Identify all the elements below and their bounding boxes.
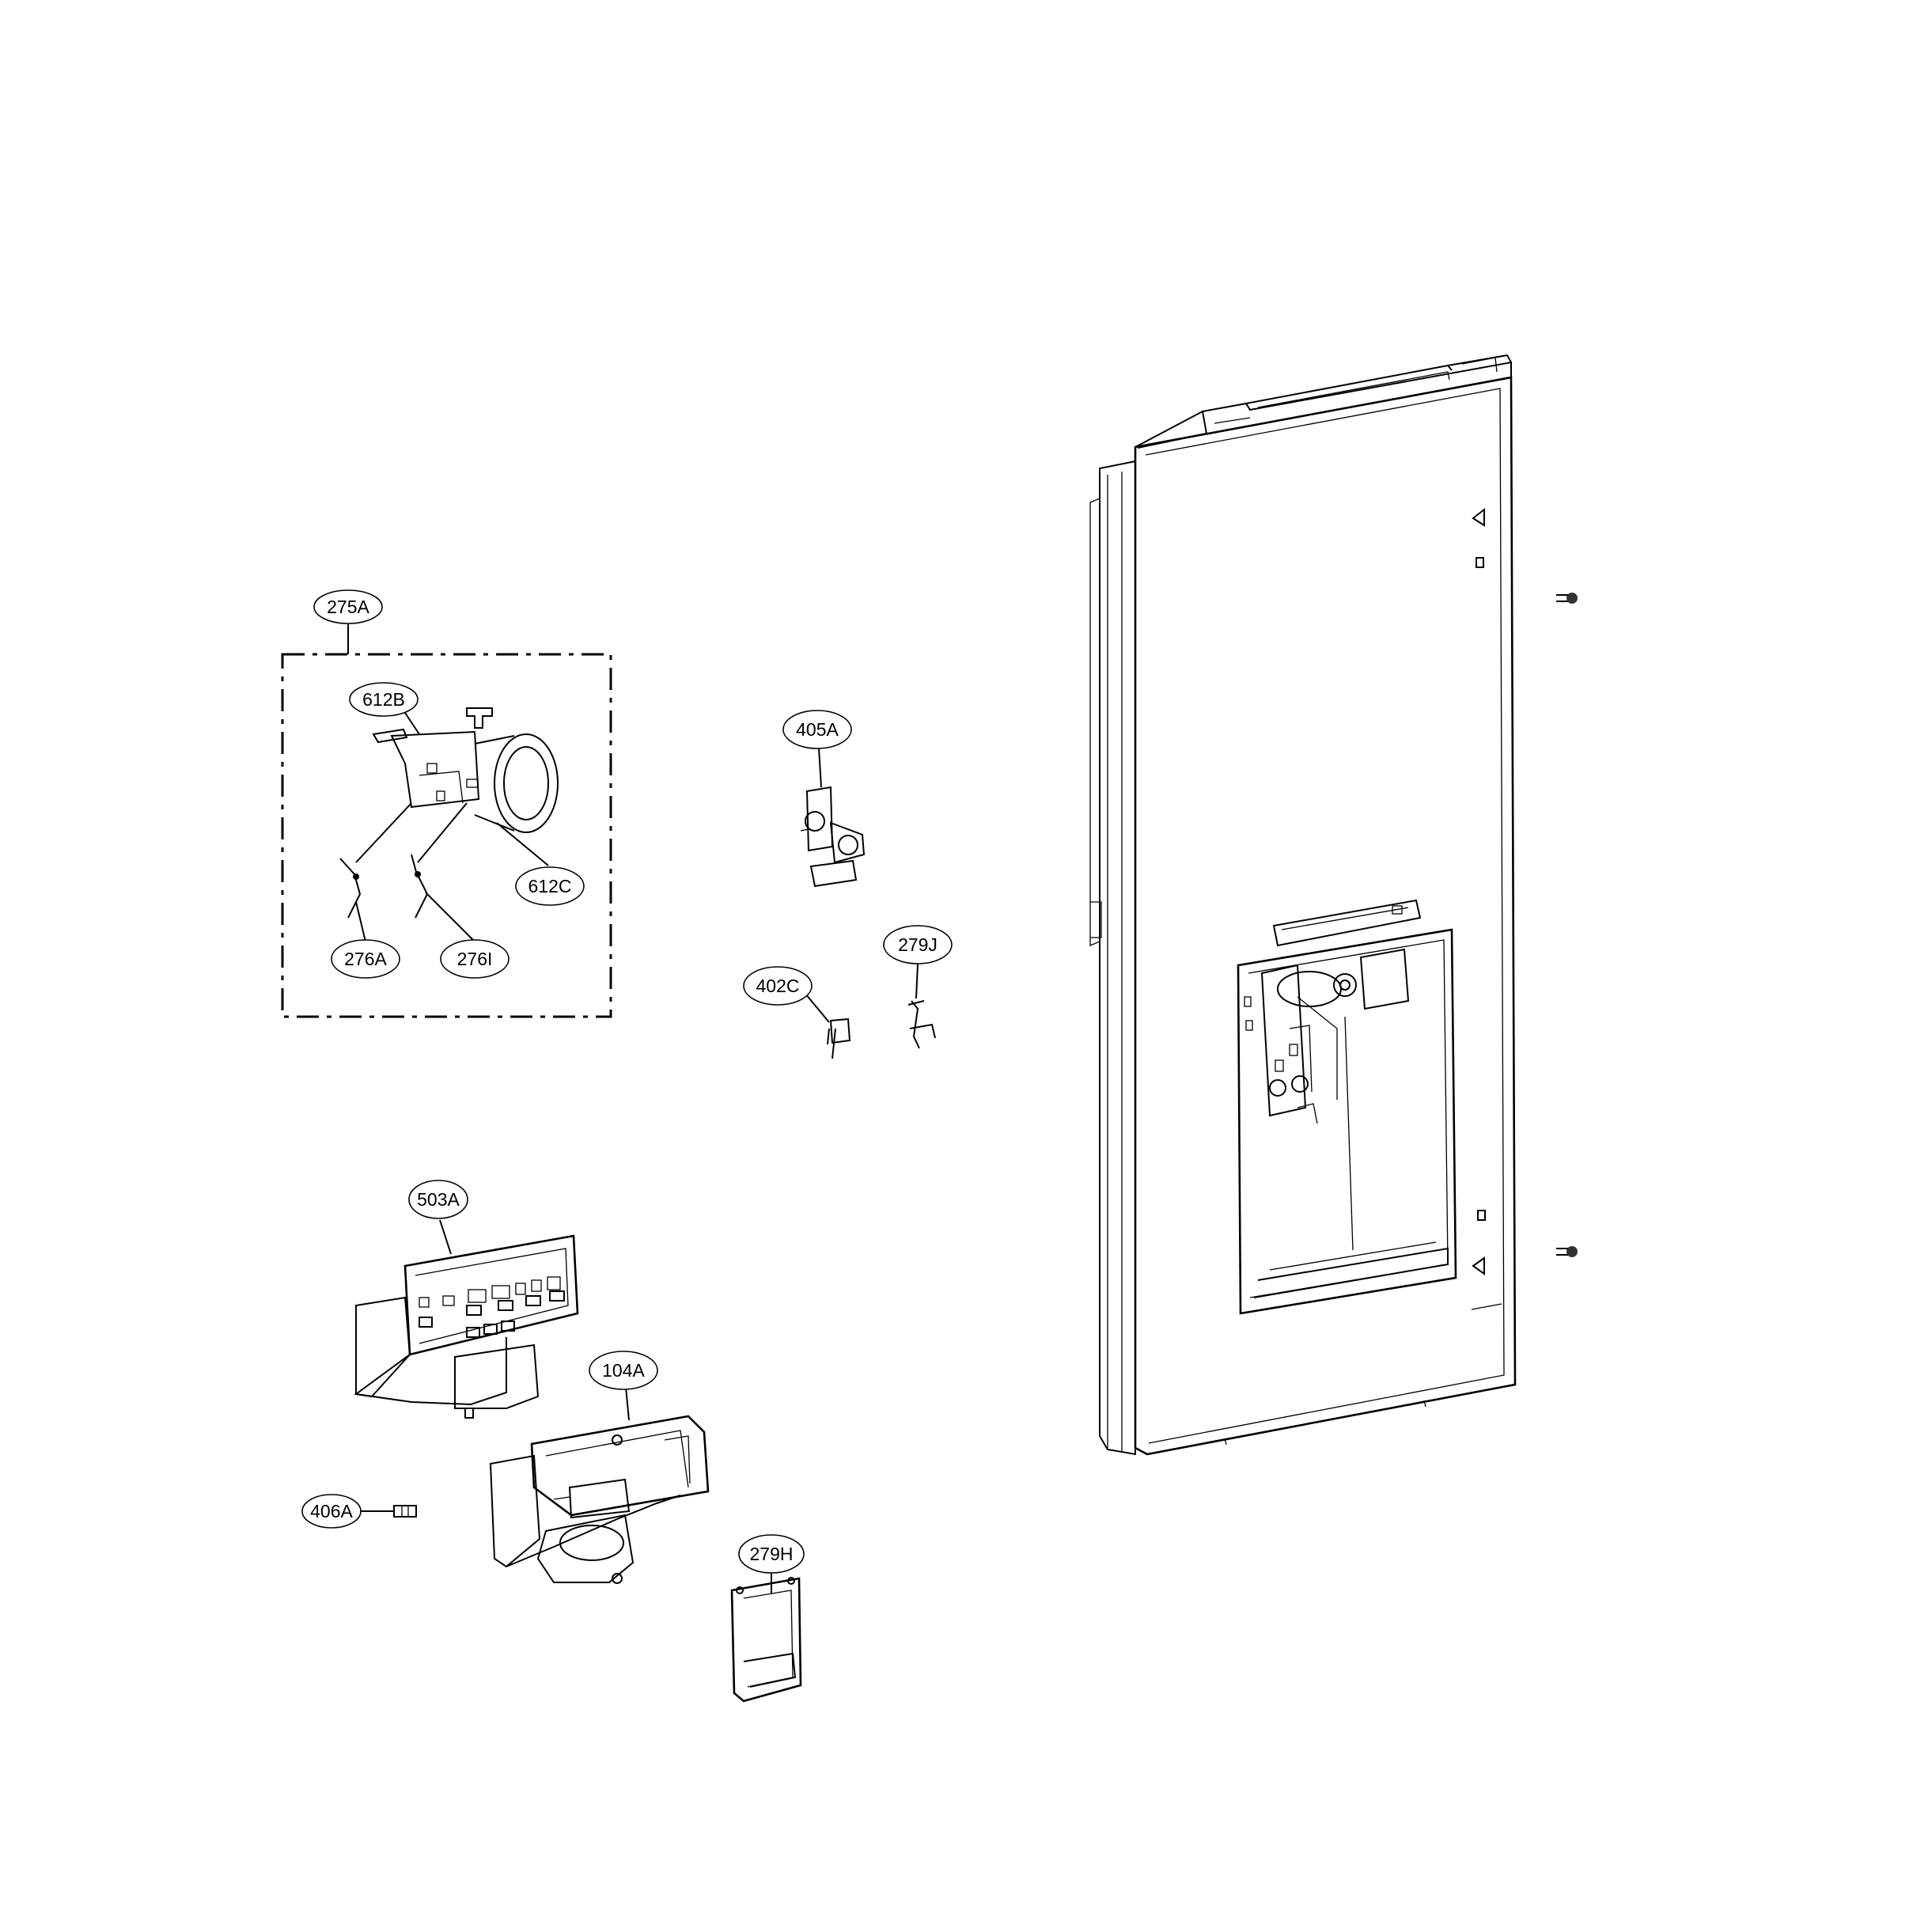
part-279J <box>907 963 936 1049</box>
svg-text:612C: 612C <box>528 876 572 896</box>
dispenser-recess <box>1237 899 1457 1315</box>
callout-503A: 503A <box>408 1180 468 1219</box>
part-406A <box>360 1505 417 1518</box>
svg-text:276A: 276A <box>344 949 387 969</box>
callout-275A: 275A <box>313 589 383 624</box>
svg-text:276I: 276I <box>457 949 493 969</box>
svg-text:503A: 503A <box>417 1189 460 1210</box>
callout-276A: 276A <box>331 939 400 979</box>
part-402C <box>805 993 851 1059</box>
callout-104A: 104A <box>589 1351 658 1390</box>
housing-104A <box>489 1377 710 1584</box>
svg-text:405A: 405A <box>796 719 839 740</box>
cover-279H <box>730 1565 802 1703</box>
svg-text:402C: 402C <box>756 976 800 996</box>
display-buttons <box>419 1276 565 1338</box>
svg-text:279J: 279J <box>898 934 938 955</box>
callout-279H: 279H <box>738 1534 805 1574</box>
callout-612C: 612C <box>515 866 585 906</box>
svg-text:612B: 612B <box>362 689 405 710</box>
screw-icon <box>1556 593 1578 604</box>
callout-405A: 405A <box>782 710 852 749</box>
display-panel-503A <box>354 1219 579 1419</box>
svg-text:279H: 279H <box>750 1544 794 1564</box>
callout-402C: 402C <box>743 966 813 1006</box>
door-assembly <box>1089 354 1578 1456</box>
callout-276I: 276I <box>440 939 510 979</box>
callout-406A: 406A <box>301 1494 362 1529</box>
motor-housing <box>390 707 559 833</box>
svg-text:275A: 275A <box>327 597 369 617</box>
svg-text:406A: 406A <box>310 1501 353 1521</box>
valve-405A <box>800 747 866 888</box>
assembly-275A-group <box>281 624 612 1018</box>
callout-279J: 279J <box>883 925 953 964</box>
callout-612B: 612B <box>349 682 419 717</box>
svg-text:104A: 104A <box>602 1360 645 1381</box>
screw-icon <box>1556 1246 1578 1257</box>
